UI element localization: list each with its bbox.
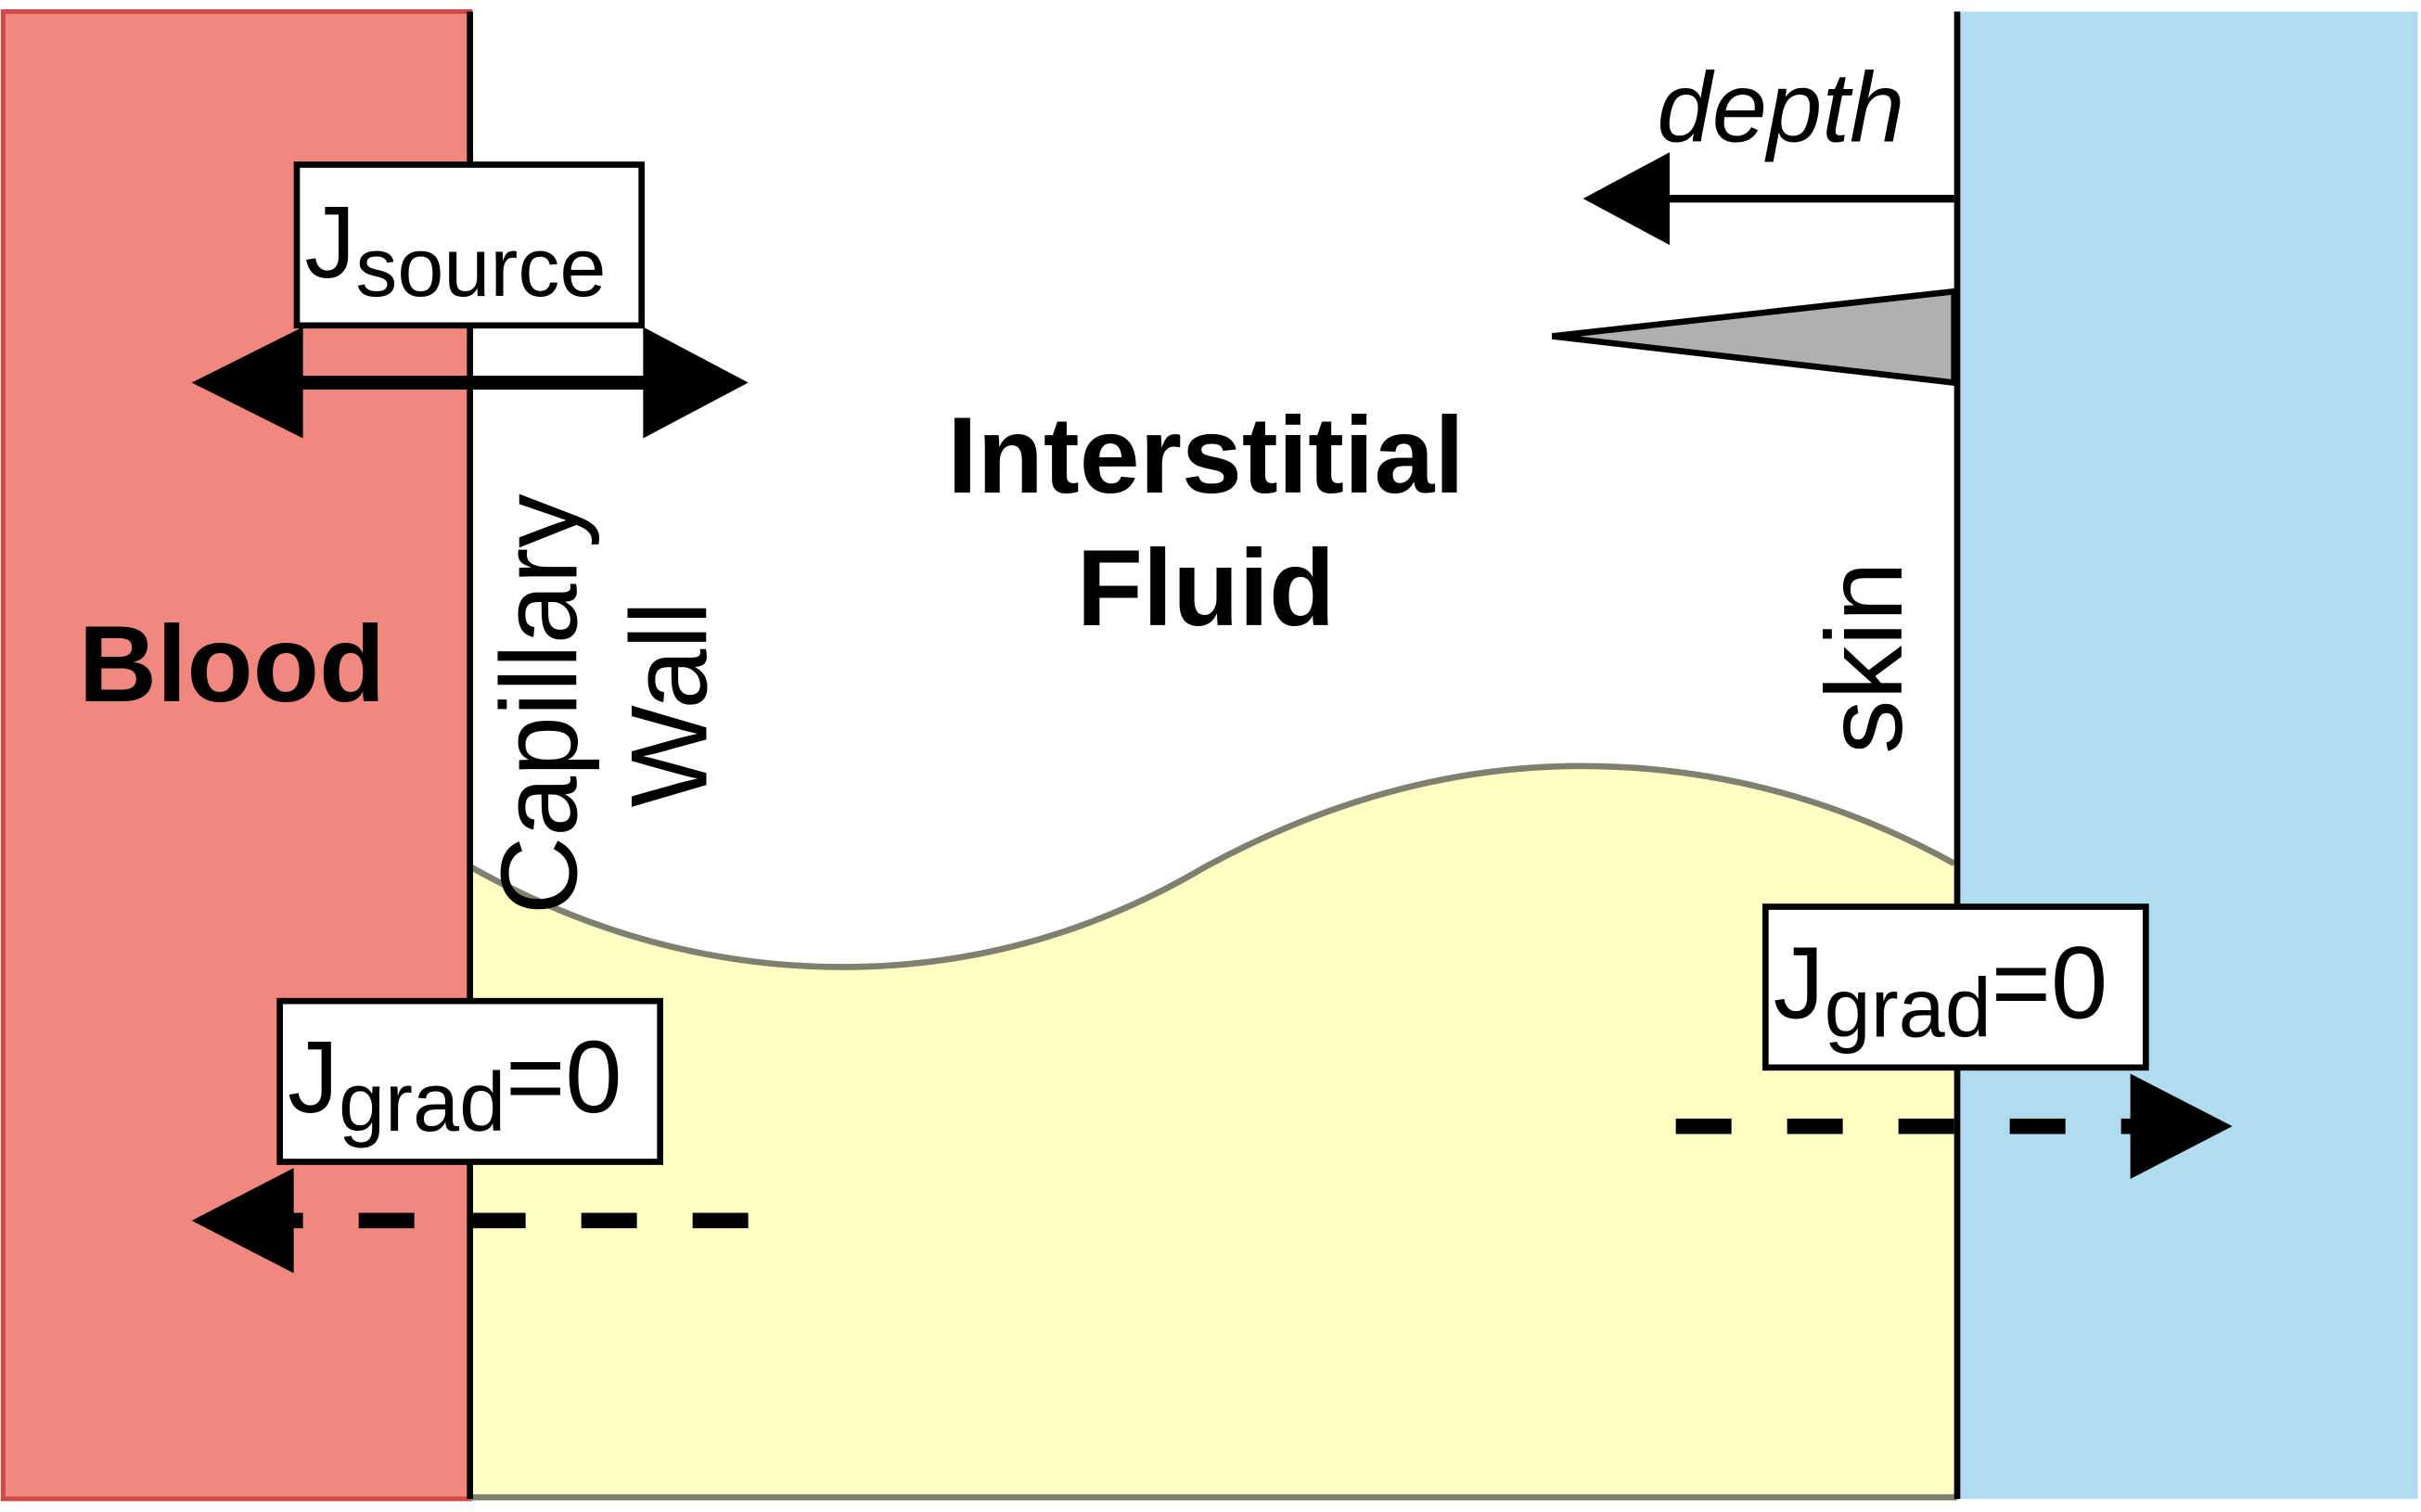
j-source-symbol: J (304, 186, 355, 300)
capillary-wall-label: Capillary Wall (479, 493, 730, 915)
grad-right-arrowhead-icon (2130, 1073, 2233, 1179)
j-grad-left-suffix: =0 (506, 1020, 621, 1134)
interstitial-label-line2: Fluid (1077, 527, 1336, 648)
depth-label: depth (1657, 51, 1904, 162)
grad-left-arrowhead-icon (191, 1168, 294, 1274)
skin-region (1957, 11, 2418, 1499)
j-source-box (293, 161, 645, 329)
j-grad-right-symbol: J (1774, 926, 1825, 1040)
j-grad-left-subscript: grad (339, 1057, 506, 1149)
skin-label: skin (1803, 561, 1925, 753)
j-source-label: Jsource (293, 161, 645, 329)
source-flux-arrowhead-left-icon (191, 327, 303, 439)
j-grad-right-suffix: =0 (1992, 926, 2107, 1040)
capillary-wall-label-line2: Wall (608, 601, 730, 808)
skin-label-text: skin (1803, 561, 1925, 753)
interstitial-fluid-region (469, 765, 1954, 1499)
concentration-curve (468, 762, 1956, 970)
j-grad-right-subscript: grad (1825, 963, 1992, 1056)
depth-arrowhead-icon (1582, 152, 1670, 246)
j-grad-left-box (276, 997, 663, 1165)
blood-label: Blood (79, 603, 385, 724)
j-source-text: Jsource (304, 186, 606, 314)
j-grad-right-label: Jgrad=0 (1762, 903, 2149, 1071)
j-grad-left-text: Jgrad=0 (288, 1020, 622, 1149)
capillary-wall-label-line1: Capillary (479, 493, 600, 915)
interstitial-label-line1: Interstitial (947, 394, 1464, 516)
j-grad-right-text: Jgrad=0 (1774, 926, 2108, 1055)
j-grad-left-label: Jgrad=0 (276, 997, 663, 1165)
source-flux-arrowhead-right-icon (643, 327, 749, 439)
j-grad-left-symbol: J (288, 1020, 339, 1134)
j-grad-right-box (1762, 903, 2149, 1071)
j-source-subscript: source (355, 222, 606, 314)
needle-sensor (1551, 288, 1957, 387)
